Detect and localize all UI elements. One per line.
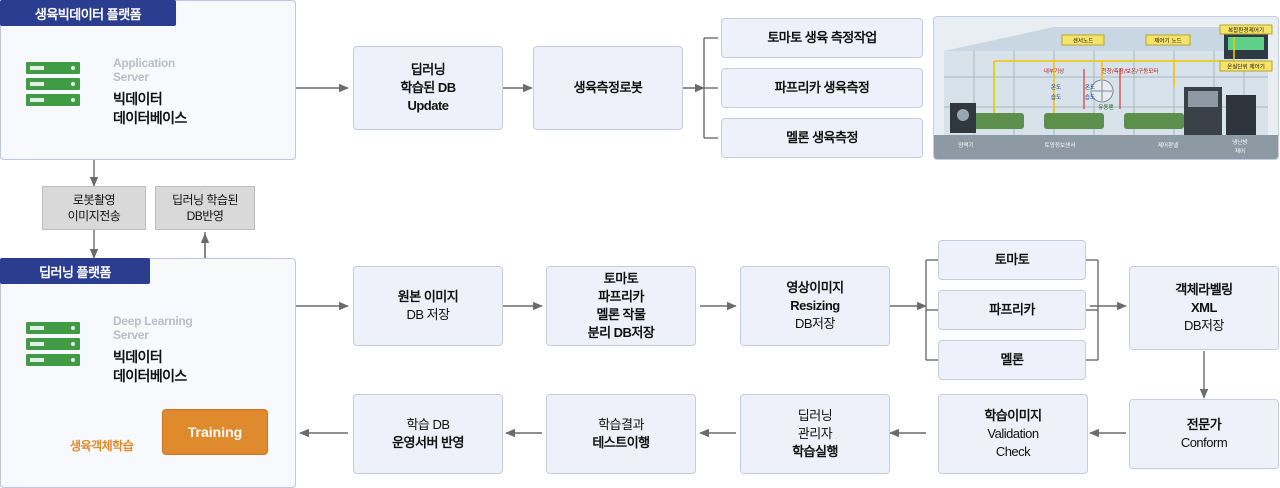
process-result-test-line2: 테스트이행 <box>592 435 650 450</box>
svg-text:냉난방: 냉난방 <box>1232 138 1247 146</box>
process-expert-conform[interactable]: 전문가 Conform <box>1129 399 1279 469</box>
deep-learning-server-name: 빅데이터 데이터베이스 <box>113 348 283 386</box>
svg-text:온도: 온도 <box>1085 84 1095 91</box>
application-server-icon <box>26 62 80 106</box>
connector-label-image-transfer-line1: 로봇촬영 <box>72 193 116 207</box>
application-server-name: 빅데이터 데이터베이스 <box>113 90 283 128</box>
svg-text:습도: 습도 <box>1051 93 1061 101</box>
crop-tomato[interactable]: 토마토 <box>938 240 1086 280</box>
deep-learning-server-role-line2: Server <box>113 328 149 342</box>
process-measure-tomato[interactable]: 토마토 생육 측정작업 <box>721 18 923 58</box>
application-server-role-line1: Application <box>113 56 176 70</box>
process-measure-paprika[interactable]: 파프리카 생육측정 <box>721 68 923 108</box>
process-measure-tomato-label: 토마토 생육 측정작업 <box>767 30 877 45</box>
svg-text:양액기: 양액기 <box>958 141 973 149</box>
process-original-image-db[interactable]: 원본 이미지 DB 저장 <box>353 266 503 346</box>
deep-learning-server-role: Deep Learning Server <box>113 314 283 342</box>
process-original-image-db-line1: 원본 이미지 <box>397 289 459 304</box>
process-object-labeling-line2: XML <box>1191 300 1217 315</box>
process-image-resizing[interactable]: 영상이미지 Resizing DB저장 <box>740 266 890 346</box>
svg-text:유동팬: 유동팬 <box>1098 103 1113 111</box>
process-db-update[interactable]: 딥러닝 학습된 DB Update <box>353 46 503 130</box>
process-db-update-line2: 학습된 DB <box>400 80 456 95</box>
svg-text:제어기 노드: 제어기 노드 <box>1154 37 1182 45</box>
process-crop-split-line3: 멜론 작물 <box>596 307 646 322</box>
connector-label-db-apply-line1: 딥러닝 학습된 <box>171 193 239 207</box>
deep-learning-server-name-line1: 빅데이터 <box>113 349 163 365</box>
application-server-role: Application Server <box>113 56 273 84</box>
deep-learning-server-name-line2: 데이터베이스 <box>113 368 187 384</box>
process-object-labeling-line3: DB저장 <box>1184 318 1224 333</box>
crop-tomato-label: 토마토 <box>994 252 1030 267</box>
svg-text:제어: 제어 <box>1235 147 1245 155</box>
process-training-execution-line2: 관리자 <box>797 426 833 441</box>
process-training-execution-line1: 딥러닝 <box>797 408 833 423</box>
process-image-resizing-line3: DB저장 <box>795 316 835 331</box>
deep-learning-server-icon <box>26 322 80 366</box>
process-deploy-db[interactable]: 학습 DB 운영서버 반영 <box>353 394 503 474</box>
process-crop-split-line2: 파프리카 <box>598 289 644 304</box>
process-validation-check-line2: Validation <box>987 426 1039 441</box>
process-crop-split-db[interactable]: 토마토 파프리카 멜론 작물 분리 DB저장 <box>546 266 696 346</box>
process-growth-robot-label: 생육측정로봇 <box>573 80 643 95</box>
crop-melon-label: 멜론 <box>1000 352 1024 367</box>
connector-label-image-transfer-line2: 이미지전송 <box>67 209 121 223</box>
process-validation-check[interactable]: 학습이미지 Validation Check <box>938 394 1088 474</box>
connector-label-image-transfer: 로봇촬영 이미지전송 <box>42 186 146 230</box>
crop-paprika-label: 파프리카 <box>989 302 1035 317</box>
svg-text:천창/측창/보온/구동모터: 천창/측창/보온/구동모터 <box>1101 67 1158 75</box>
crop-paprika[interactable]: 파프리카 <box>938 290 1086 330</box>
process-measure-melon-label: 멜론 생육측정 <box>786 130 858 145</box>
process-validation-check-line1: 학습이미지 <box>984 408 1042 423</box>
top-platform-title: 생육빅데이터 플랫폼 <box>0 0 176 26</box>
process-measure-paprika-label: 파프리카 생육측정 <box>774 80 870 95</box>
process-deploy-db-line1: 학습 DB <box>406 417 450 432</box>
svg-text:센서노드: 센서노드 <box>1073 37 1094 45</box>
application-server-role-line2: Server <box>113 70 149 84</box>
process-db-update-line1: 딥러닝 <box>410 62 446 77</box>
process-result-test-line1: 학습결과 <box>598 417 644 432</box>
connector-label-db-apply: 딥러닝 학습된 DB반영 <box>155 186 255 230</box>
bottom-platform-title: 딥러닝 플랫폼 <box>0 258 150 284</box>
greenhouse-illustration: 센서노드 제어기 노드 복합환경제어기 온실단위 제어기 내부기상 천창/측창/… <box>934 17 1278 159</box>
application-server-name-line1: 빅데이터 <box>113 91 163 107</box>
svg-text:복합환경제어기: 복합환경제어기 <box>1228 26 1264 34</box>
process-deploy-db-line2: 운영서버 반영 <box>392 435 464 450</box>
svg-text:온도: 온도 <box>1051 84 1061 91</box>
process-training-execution[interactable]: 딥러닝 관리자 학습실행 <box>740 394 890 474</box>
greenhouse-system-photo: 센서노드 제어기 노드 복합환경제어기 온실단위 제어기 내부기상 천창/측창/… <box>933 16 1279 160</box>
connector-label-db-apply-line2: DB반영 <box>186 209 224 223</box>
process-original-image-db-line2: DB 저장 <box>406 307 450 322</box>
process-image-resizing-line2: Resizing <box>790 298 840 313</box>
process-image-resizing-line1: 영상이미지 <box>786 280 844 295</box>
crop-melon[interactable]: 멜론 <box>938 340 1086 380</box>
process-measure-melon[interactable]: 멜론 생육측정 <box>721 118 923 158</box>
process-crop-split-line1: 토마토 <box>603 271 639 286</box>
process-training-execution-line3: 학습실행 <box>792 444 838 459</box>
svg-text:내부기상: 내부기상 <box>1044 67 1065 75</box>
training-box[interactable]: Training <box>162 409 268 455</box>
process-crop-split-line4: 분리 DB저장 <box>587 325 655 340</box>
svg-text:제어판넬: 제어판넬 <box>1158 141 1179 149</box>
training-caption: 생육객체학습 <box>70 439 134 453</box>
process-db-update-line3: Update <box>407 98 449 113</box>
process-object-labeling-xml[interactable]: 객체라벨링 XML DB저장 <box>1129 266 1279 350</box>
process-object-labeling-line1: 객체라벨링 <box>1175 282 1233 297</box>
process-expert-conform-line2: Conform <box>1180 435 1228 450</box>
application-server-name-line2: 데이터베이스 <box>113 110 187 126</box>
process-validation-check-line3: Check <box>995 444 1031 459</box>
deep-learning-server-role-line1: Deep Learning <box>113 314 193 328</box>
process-result-test[interactable]: 학습결과 테스트이행 <box>546 394 696 474</box>
svg-text:습도: 습도 <box>1085 93 1095 101</box>
process-growth-robot[interactable]: 생육측정로봇 <box>533 46 683 130</box>
svg-text:토양정보센서: 토양정보센서 <box>1045 141 1076 149</box>
process-expert-conform-line1: 전문가 <box>1186 417 1222 432</box>
svg-text:온실단위 제어기: 온실단위 제어기 <box>1227 63 1265 71</box>
